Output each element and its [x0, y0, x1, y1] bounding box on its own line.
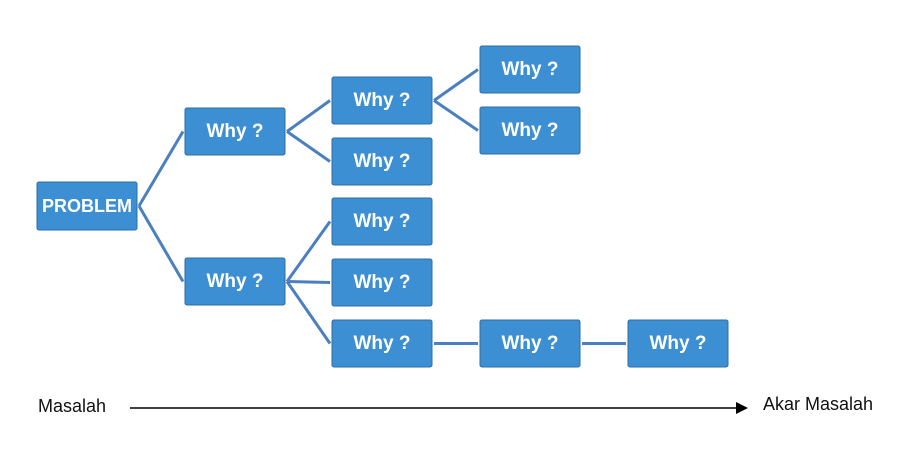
why-box-level2-2-shape [331, 137, 433, 186]
why-box-level3-2-shape [479, 106, 581, 155]
axis-end-label: Akar Masalah [763, 394, 874, 414]
nodes: PROBLEM Why ? Why ? Why ? Why ? Why ? Why ? Why… [36, 45, 729, 368]
axis-start-label: Masalah [38, 396, 107, 416]
why-box-level4-1-label: Why ? [650, 333, 707, 354]
why-box-level2-3-shape [331, 197, 433, 246]
why-box-level1-top-label: Why ? [207, 121, 264, 142]
why-box-level1-top: Why ? [184, 107, 286, 156]
why-box-level3-1-label: Why ? [502, 59, 559, 80]
why-box-level1-top-shape [184, 107, 286, 156]
why-box-level1-bottom: Why ? [184, 257, 286, 306]
why-box-level2-4-label: Why ? [354, 272, 411, 293]
why-box-level3-3-label: Why ? [502, 333, 559, 354]
connector-w3-to-w8 [433, 68, 479, 102]
why-box-level3-2: Why ? [479, 106, 581, 155]
problem-box-label: PROBLEM [42, 196, 132, 216]
why-box-level3-1-shape [479, 45, 581, 94]
why-box-level2-2: Why ? [331, 137, 433, 186]
why-box-level2-1-shape [331, 76, 433, 125]
why-box-level3-2-label: Why ? [502, 120, 559, 141]
why-box-level2-1: Why ? [331, 76, 433, 125]
why-box-level4-1: Why ? [627, 319, 729, 368]
connector-problem-to-w1 [137, 130, 185, 207]
why-box-level2-3: Why ? [331, 197, 433, 246]
why-box-level2-5-shape [331, 319, 433, 368]
why-box-level2-4-shape [331, 258, 433, 307]
problem-box: PROBLEM [36, 181, 138, 231]
why-box-level4-1-shape [627, 319, 729, 368]
axis-arrowhead [736, 402, 748, 414]
connector-lines [137, 68, 626, 345]
why-box-level2-1-label: Why ? [354, 90, 411, 111]
why-box-level1-bottom-shape [184, 257, 286, 306]
why-box-level2-3-label: Why ? [354, 211, 411, 232]
why-box-level2-4: Why ? [331, 258, 433, 307]
connector-w2-to-w5 [285, 220, 332, 283]
why-box-level2-5-label: Why ? [354, 333, 411, 354]
why-box-level3-1: Why ? [479, 45, 581, 94]
why-box-level2-2-label: Why ? [354, 151, 411, 172]
why-box-level3-3: Why ? [479, 319, 581, 368]
connector-w2-to-w7 [285, 280, 332, 345]
why-box-level1-bottom-label: Why ? [207, 271, 264, 292]
connector-w1-to-w3 [286, 99, 331, 133]
connector-w2-to-w6 [286, 280, 331, 284]
connector-w3-to-w9 [433, 99, 479, 132]
why-box-level3-3-shape [479, 319, 581, 368]
problem-box-shape [36, 181, 138, 231]
why-box-level2-5: Why ? [331, 319, 433, 368]
connector-w1-to-w4 [286, 130, 331, 163]
connector-problem-to-w2 [137, 205, 185, 283]
